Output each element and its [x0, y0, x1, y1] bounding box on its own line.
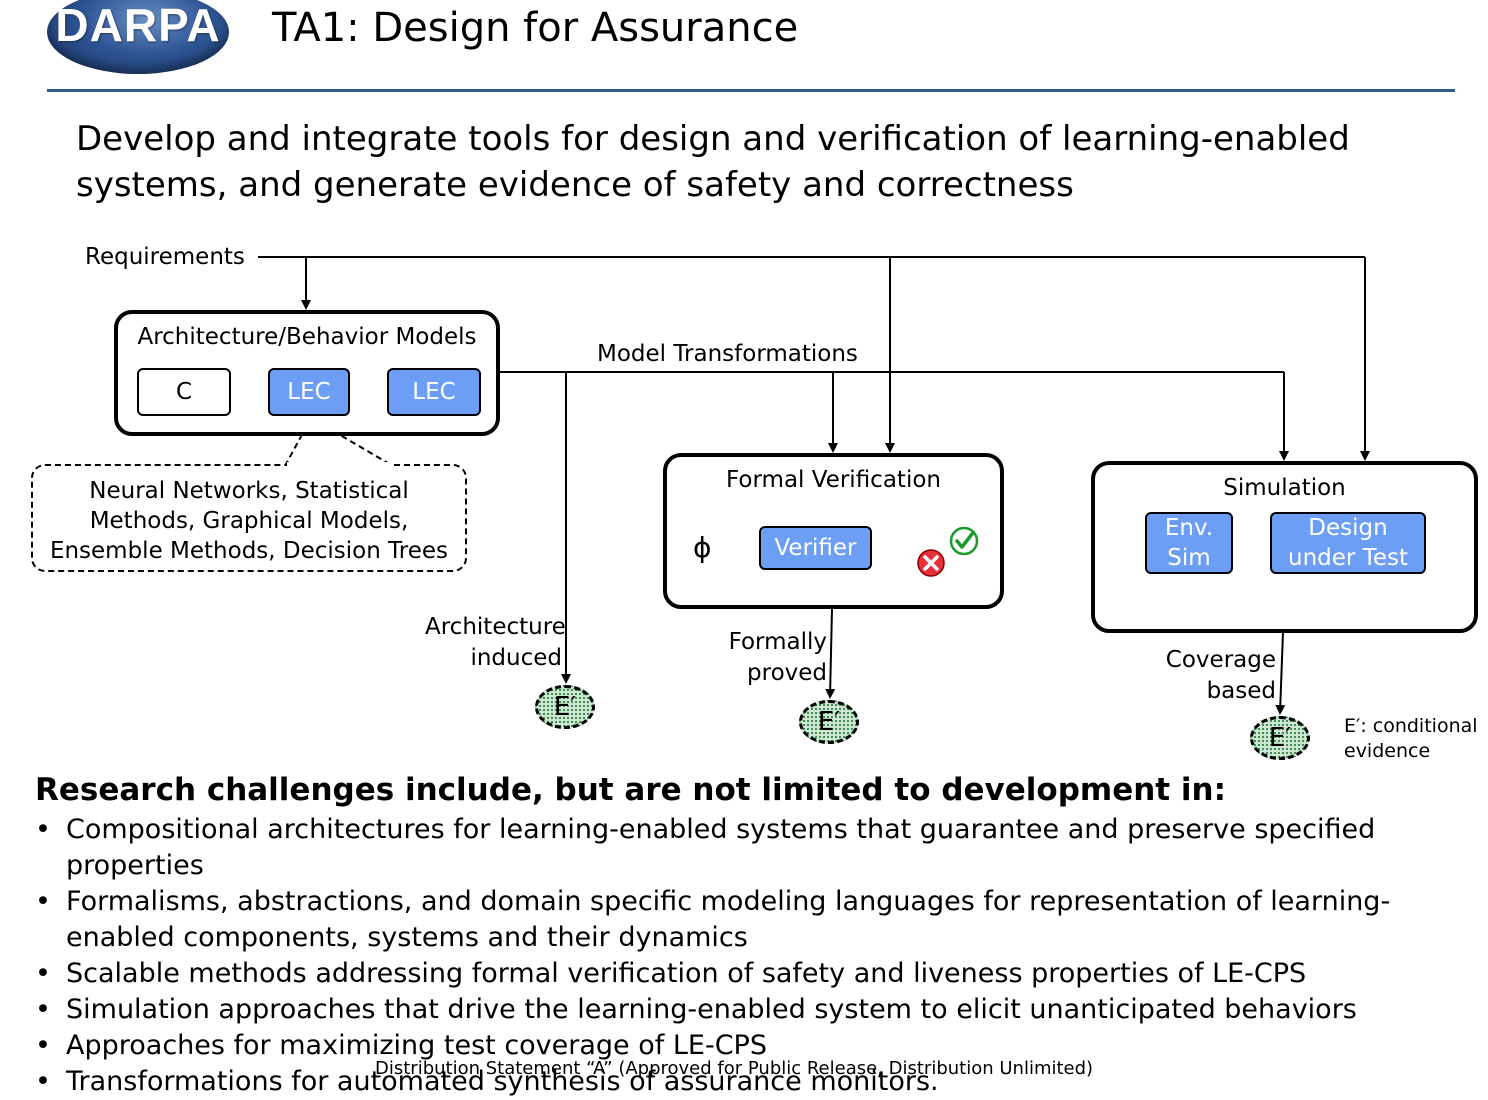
simulation-box: Simulation Env. Sim Design under Test	[1091, 461, 1478, 633]
verifier-block: Verifier	[759, 526, 872, 570]
architecture-models-box: Architecture/Behavior Models C LEC LEC	[114, 310, 500, 436]
phi-symbol: ϕ	[693, 531, 712, 564]
formal-evidence-arrow	[825, 608, 836, 699]
challenge-item: Simulation approaches that drive the lea…	[35, 992, 1480, 1028]
page-title: TA1: Design for Assurance	[272, 5, 799, 51]
arch-evidence-node: E′	[535, 685, 595, 729]
requirements-label: Requirements	[85, 244, 245, 270]
distribution-statement: Distribution Statement “A” (Approved for…	[375, 1058, 1094, 1079]
x-circle-icon	[917, 549, 945, 577]
sim-evidence-line2: based	[1206, 678, 1276, 704]
callout-pointer-join	[287, 462, 391, 468]
design-under-test-block: Design under Test	[1270, 512, 1426, 574]
arch-evidence-line1: Architecture	[425, 614, 566, 640]
challenge-item: Scalable methods addressing formal verif…	[35, 956, 1480, 992]
formal-box-title: Formal Verification	[726, 467, 941, 493]
lec-component-2: LEC	[387, 368, 481, 416]
challenge-item: Approaches for maximizing test coverage …	[35, 1028, 1480, 1064]
challenges-heading: Research challenges include, but are not…	[35, 772, 1226, 808]
env-sim-block: Env. Sim	[1145, 512, 1233, 574]
component-c: C	[137, 368, 231, 416]
challenges-list: Compositional architectures for learning…	[35, 812, 1480, 1100]
subtitle: Develop and integrate tools for design a…	[76, 119, 1350, 205]
formal-evidence-node: E′	[799, 700, 859, 744]
challenge-item: Compositional architectures for learning…	[35, 812, 1480, 884]
logo-text: DARPA	[55, 0, 221, 51]
formal-verification-box: Formal Verification ϕ Verifier	[663, 453, 1004, 609]
architecture-box-title: Architecture/Behavior Models	[137, 324, 477, 350]
formal-evidence-line1: Formally	[728, 629, 827, 655]
lec-component-1: LEC	[268, 368, 350, 416]
simulation-box-title: Simulation	[1223, 475, 1346, 501]
legend-line2: evidence	[1344, 740, 1431, 762]
arch-evidence-label: Architecture induced	[425, 612, 566, 674]
sim-evidence-arrow	[1275, 631, 1286, 715]
formal-evidence-line2: proved	[747, 660, 827, 686]
title-divider	[47, 89, 1455, 92]
sim-evidence-node: E′	[1250, 716, 1310, 760]
formal-evidence-label: Formally proved	[700, 627, 827, 689]
evidence-legend: E′: conditional evidence	[1344, 714, 1478, 764]
lec-types-callout: Neural Networks, Statistical Methods, Gr…	[31, 464, 467, 572]
sim-evidence-line1: Coverage	[1165, 647, 1276, 673]
legend-line1: E′: conditional	[1344, 715, 1478, 737]
arch-evidence-line2: induced	[470, 645, 562, 671]
challenge-item: Formalisms, abstractions, and domain spe…	[35, 884, 1480, 956]
sim-evidence-label: Coverage based	[1150, 645, 1276, 707]
darpa-logo: DARPA	[47, 0, 229, 74]
check-circle-icon	[949, 526, 979, 556]
model-transformations-label: Model Transformations	[597, 341, 858, 367]
